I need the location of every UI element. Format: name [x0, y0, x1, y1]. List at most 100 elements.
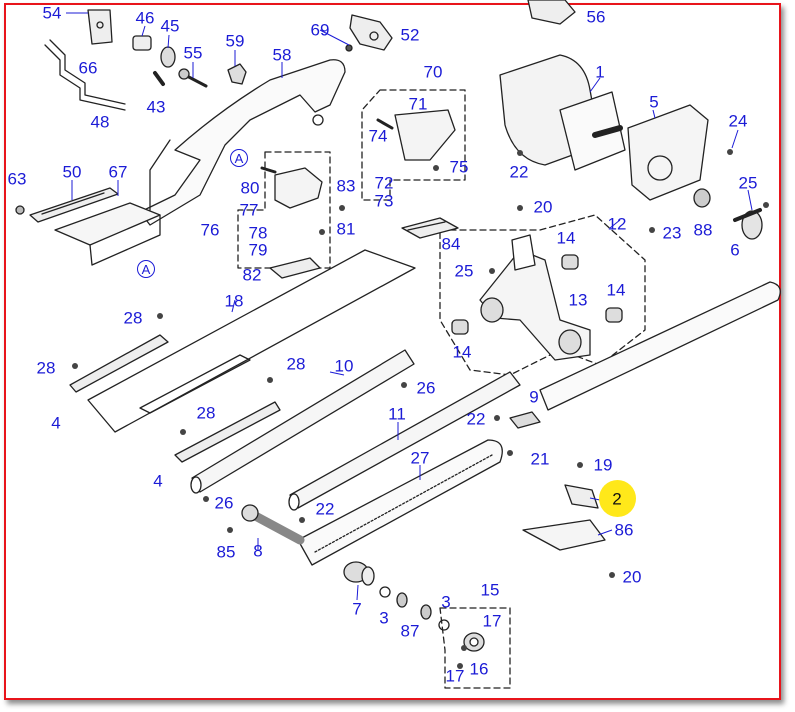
- part-label-12: 12: [607, 214, 627, 234]
- part-label-75: 75: [449, 157, 469, 177]
- right-belt: [539, 281, 781, 411]
- part-label-7: 7: [352, 599, 362, 619]
- part-label-77: 77: [239, 200, 259, 220]
- part-45: [160, 46, 176, 68]
- part-label-58: 58: [272, 45, 292, 65]
- part-label-88: 88: [693, 220, 713, 240]
- part-label-46: 46: [135, 8, 155, 28]
- part-label-22-c: 22: [315, 499, 335, 519]
- part-84: [401, 217, 459, 239]
- part-67-bar: [54, 202, 161, 266]
- part-label-28-a: 28: [123, 308, 143, 328]
- part-label-11: 11: [388, 404, 406, 424]
- part-label-17-a: 17: [482, 611, 502, 631]
- part-86: [522, 519, 606, 551]
- part-label-83: 83: [336, 176, 356, 196]
- part-label-20-a: 20: [533, 197, 553, 217]
- part-3-ring-b: [438, 619, 450, 631]
- part-label-26-a: 26: [416, 378, 436, 398]
- part-77: [274, 167, 323, 209]
- part-label-26-b: 26: [214, 493, 234, 513]
- part-label-72: 72: [374, 173, 394, 193]
- part-label-82: 82: [242, 265, 262, 285]
- part-label-81: 81: [336, 219, 356, 239]
- group-76: [237, 151, 331, 269]
- part-label-66: 66: [78, 58, 98, 78]
- part-4-link-a: [69, 334, 169, 393]
- part-4-link-b: [174, 401, 281, 463]
- part-label-14-b: 14: [606, 280, 626, 300]
- part-1-motor: [499, 54, 626, 171]
- reference-marker-a: A: [230, 149, 248, 167]
- part-label-70: 70: [423, 62, 443, 82]
- part-52-block: [349, 14, 393, 51]
- part-label-71: 71: [408, 94, 428, 114]
- part-label-43: 43: [146, 97, 166, 117]
- part-63: [15, 205, 25, 215]
- highlight-marker: [599, 480, 636, 517]
- part-label-13: 13: [568, 290, 588, 310]
- part-82: [269, 257, 321, 279]
- part-16-collar: [463, 632, 485, 652]
- part-label-25-a: 25: [738, 173, 758, 193]
- part-54-bracket: [87, 9, 113, 45]
- part-label-10: 10: [334, 356, 354, 376]
- reference-marker-a: A: [137, 260, 155, 278]
- part-6-pulley: [733, 208, 763, 240]
- part-2: [564, 484, 599, 509]
- part-label-1: 1: [595, 62, 605, 82]
- part-label-63: 63: [7, 169, 27, 189]
- part-69-screw: [345, 44, 353, 52]
- part-label-16: 16: [469, 659, 489, 679]
- part-3-ring-a: [379, 586, 391, 598]
- part-label-22-b: 22: [466, 409, 486, 429]
- part-label-15: 15: [480, 580, 500, 600]
- part-87-spring: [396, 592, 432, 620]
- part-label-76: 76: [200, 220, 220, 240]
- part-label-28-b: 28: [36, 358, 56, 378]
- part-label-52: 52: [400, 25, 420, 45]
- part-label-2: 2: [612, 489, 622, 509]
- part-label-21: 21: [530, 449, 550, 469]
- part-label-24: 24: [728, 111, 748, 131]
- part-label-69: 69: [310, 20, 330, 40]
- part-label-56: 56: [586, 7, 606, 27]
- part-label-5: 5: [649, 92, 659, 112]
- part-label-84: 84: [441, 234, 461, 254]
- part-label-55: 55: [183, 43, 203, 63]
- part-label-22-a: 22: [509, 162, 529, 182]
- part-58-arm: [139, 59, 346, 226]
- part-14-bush-b: [605, 307, 623, 323]
- part-71: [394, 109, 456, 161]
- part-label-80: 80: [240, 178, 260, 198]
- part-label-14-c: 14: [452, 342, 472, 362]
- part-label-20-b: 20: [622, 567, 642, 587]
- part-label-54: 54: [42, 3, 62, 23]
- part-label-50: 50: [62, 162, 82, 182]
- part-label-28-d: 28: [196, 403, 216, 423]
- part-label-27: 27: [410, 448, 430, 468]
- part-27-belt: [297, 439, 503, 566]
- part-59: [227, 63, 247, 85]
- part-10-shaft: [190, 349, 415, 494]
- part-11-shaft: [288, 371, 521, 511]
- group-70: [361, 89, 466, 201]
- part-7-pulley: [343, 561, 375, 586]
- part-label-48: 48: [90, 112, 110, 132]
- part-label-78: 78: [248, 223, 268, 243]
- part-14-bush-a: [561, 254, 579, 270]
- part-label-6: 6: [730, 240, 740, 260]
- part-14-bush-c: [451, 319, 469, 335]
- part-48-rod: [44, 39, 126, 111]
- part-label-17-b: 17: [445, 666, 465, 686]
- part-label-3-b: 3: [441, 592, 451, 612]
- part-46: [132, 35, 152, 51]
- part-label-45: 45: [160, 16, 180, 36]
- part-9-foot: [509, 411, 541, 429]
- part-label-25-b: 25: [454, 261, 474, 281]
- part-9-arm: [479, 234, 591, 361]
- part-label-3-a: 3: [379, 608, 389, 628]
- part-label-74: 74: [368, 126, 388, 146]
- part-5-bracket: [627, 104, 709, 201]
